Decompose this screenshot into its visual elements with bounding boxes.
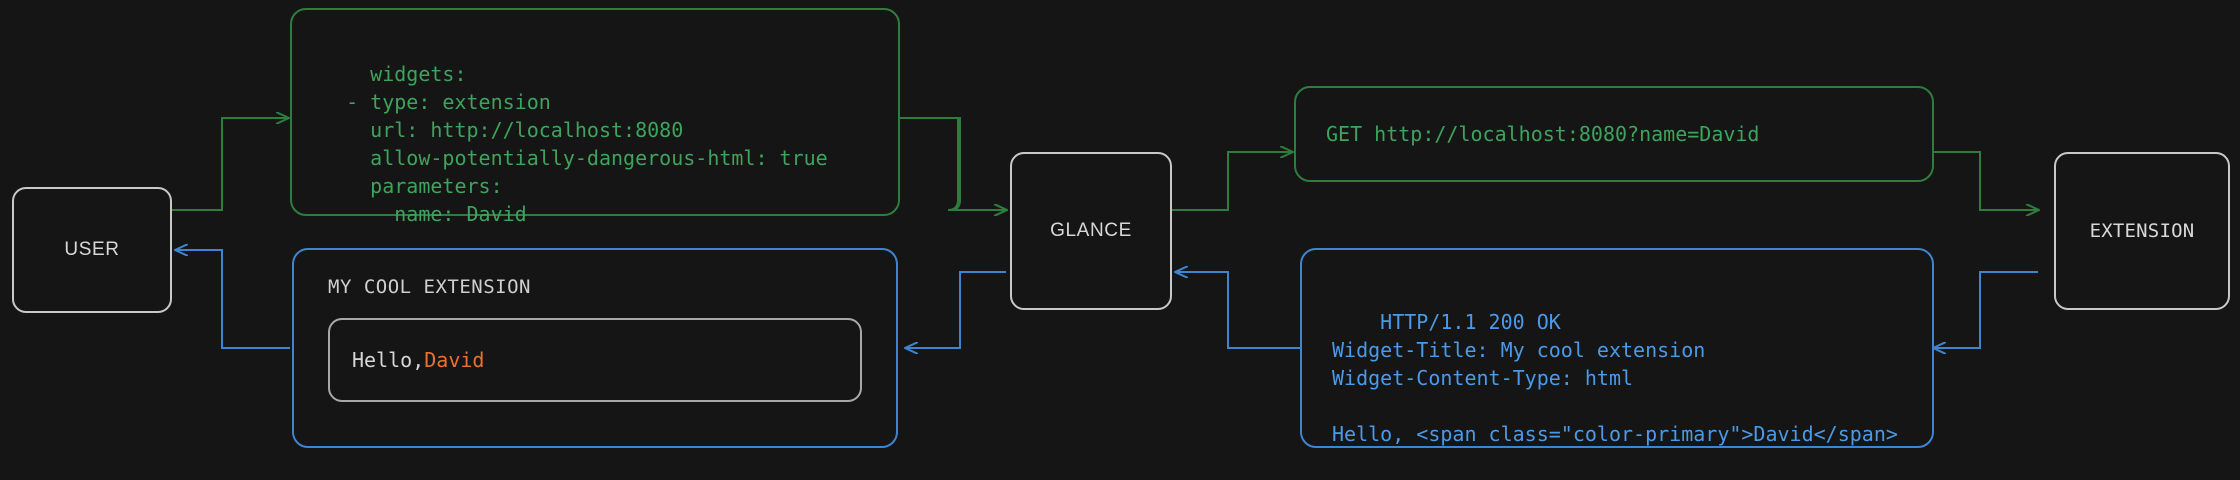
http-response-body: Hello, <span class="color-primary">David…: [1332, 422, 1898, 446]
node-extension[interactable]: EXTENSION: [2054, 152, 2230, 310]
config-yaml-text: widgets: - type: extension url: http://l…: [346, 62, 828, 226]
edge-response-to-glance: [1176, 272, 1300, 349]
edge-config-to-glance-tail: [900, 117, 1006, 210]
widget-preview-title: MY COOL EXTENSION: [328, 276, 531, 298]
http-request-text: GET http://localhost:8080?name=David: [1326, 122, 1760, 146]
widget-greeting-name: David: [424, 348, 485, 372]
edge-glance-to-widget: [906, 271, 1006, 348]
config-yaml-box: widgets: - type: extension url: http://l…: [290, 8, 900, 226]
node-extension-label: EXTENSION: [2089, 220, 2195, 242]
node-user-label: USER: [64, 239, 120, 260]
node-user[interactable]: USER: [12, 187, 172, 313]
node-glance[interactable]: GLANCE: [1010, 152, 1172, 310]
http-response-box: HTTP/1.1 200 OK Widget-Title: My cool ex…: [1300, 248, 1934, 448]
widget-preview-box: MY COOL EXTENSION Hello, David: [292, 248, 898, 448]
edge-request-to-extension: [1930, 151, 2038, 210]
edge-user-to-config: [172, 118, 288, 211]
edge-extension-to-response: [1934, 271, 2038, 348]
http-request-box: GET http://localhost:8080?name=David: [1294, 86, 1934, 182]
response-blank-line: [1332, 392, 1902, 420]
widget-preview-content: Hello, David: [328, 318, 862, 402]
edge-glance-to-request: [1172, 152, 1292, 211]
http-response-headers: HTTP/1.1 200 OK Widget-Title: My cool ex…: [1332, 310, 1706, 390]
widget-greeting-prefix: Hello,: [352, 348, 425, 372]
edge-config-to-glance: [900, 117, 1006, 210]
edge-widget-to-user: [176, 250, 290, 349]
node-glance-label: GLANCE: [1050, 220, 1132, 241]
